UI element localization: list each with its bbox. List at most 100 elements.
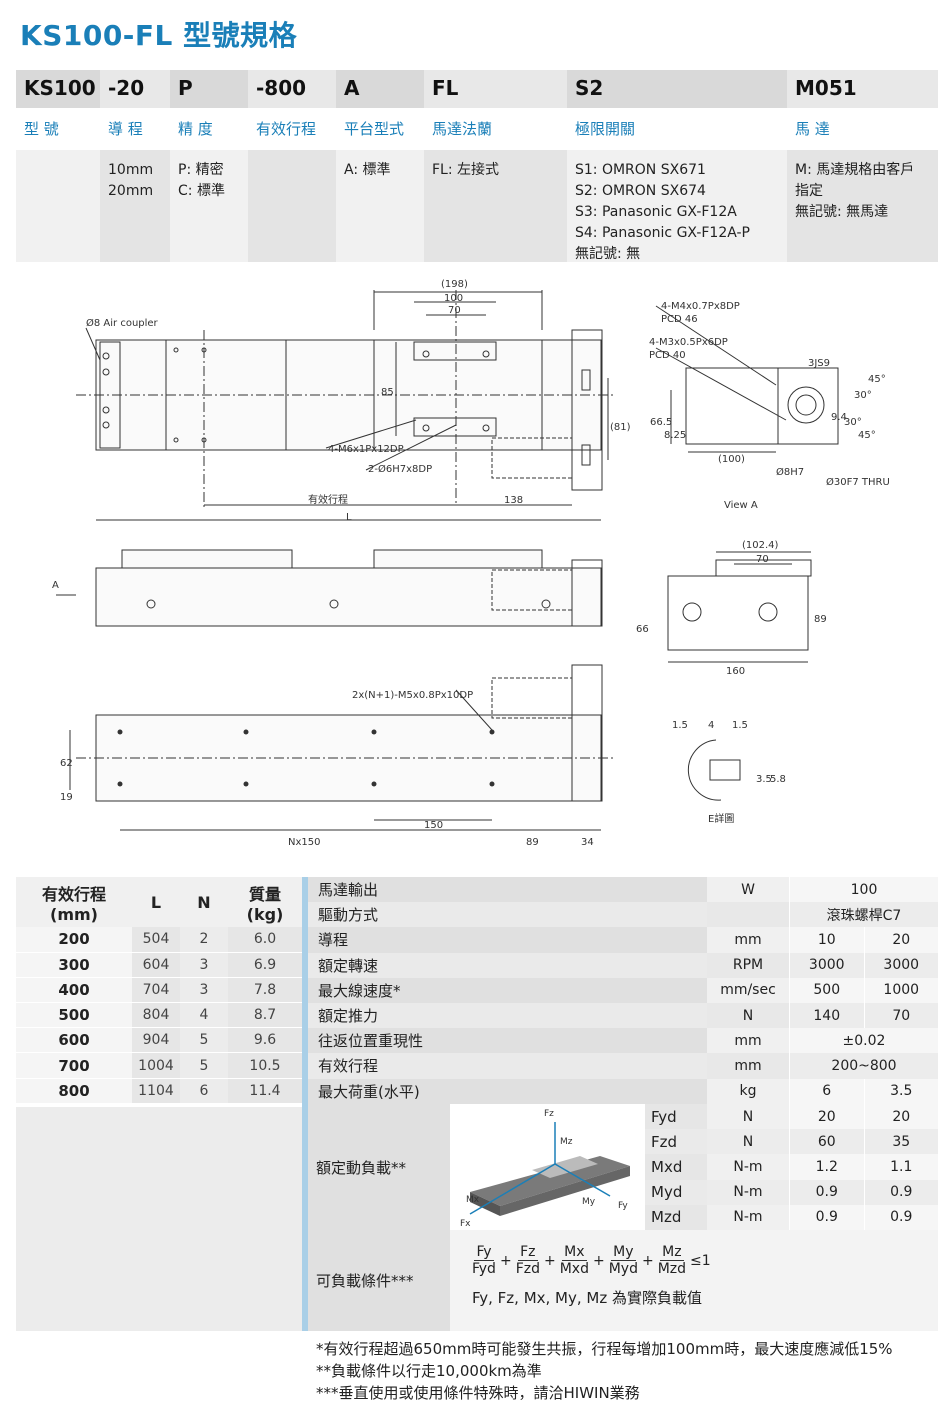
hole [482,350,490,358]
spec-value-lead20: 70 [863,1002,938,1029]
load-value-lead20: 0.9 [863,1204,938,1230]
label-138: 138 [504,495,523,506]
label-arrow-a: A [52,580,59,591]
footnote-1: *有效行程超過650mm時可能發生共振，行程每增加100mm時，最大速度應減低1… [316,1340,893,1358]
load-value-lead10: 0.9 [789,1204,864,1230]
plus-sign: + [499,1252,512,1269]
spec-unit: mm [707,1028,789,1054]
spec-value-lead20: 1000 [863,977,938,1003]
hole [243,781,249,787]
option-switch-s4: S4: Panasonic GX-F12A-P [575,225,750,241]
label-198: (198) [441,279,468,290]
code-label-lead: 導 程 [100,108,170,150]
label-3-5: 3.5 [756,774,772,785]
n-cell: 4 [180,1002,228,1029]
length-cell: 1004 [132,1052,180,1079]
header-mass: 質量(kg) [228,877,302,927]
spec-value-lead10: 6 [789,1078,864,1104]
condition-label: 可負載條件*** [302,1230,450,1331]
spec-label: 額定推力 [302,1002,707,1029]
bottom-view-motor-hidden [491,677,573,719]
label-70b: 70 [756,554,769,565]
n-cell: 2 [180,927,228,953]
label-N150: Nx150 [288,837,321,848]
label-mx: Mx [466,1195,480,1205]
hole [102,406,110,414]
label-70: 70 [448,305,461,316]
end-view-bolt-left [682,602,702,622]
code-label-flange: 馬達法蘭 [424,108,567,150]
fraction-denominator: Fzd [515,1261,540,1277]
load-unit: N-m [707,1154,789,1180]
view-a-circle-inner [795,394,817,416]
spec-unit: mm [707,1053,789,1079]
code-label-motor: 馬 達 [787,108,938,150]
label-30a: 30° [854,390,872,401]
label-34: 34 [581,837,594,848]
label-89: 89 [814,614,827,625]
leader-m4 [655,305,777,386]
n-cell: 6 [180,1078,228,1104]
label-fy: Fy [618,1201,628,1211]
label-air-coupler: Ø8 Air coupler [86,317,159,329]
hole [541,599,551,609]
label-66-5: 66.5 [650,417,672,428]
drawing-svg: (198) 100 70 Ø8 Air coupler 85 (81) 4-M6… [52,279,890,848]
label-100: 100 [444,293,463,304]
spec-unit: RPM [707,952,789,978]
load-key: Fzd [645,1129,707,1155]
label-45a: 45° [868,374,886,385]
header-L: L [132,877,180,927]
option-platform-a: A: 標準 [344,162,391,178]
load-rail-side [470,1192,500,1216]
fraction-denominator: Myd [608,1261,638,1277]
model-code-table: KS100 -20 P -800 A FL S2 M051 型 號 導 程 精 … [16,70,938,262]
length-cell: 804 [132,1002,180,1029]
load-value-lead20: 35 [863,1129,938,1155]
plus-sign: + [592,1252,605,1269]
code-options-lead: 10mm 20mm [100,150,170,262]
stroke-cell: 200 [16,927,132,953]
end-view-top [715,559,812,577]
mass-cell: 10.5 [228,1052,302,1079]
label-85: 85 [381,387,394,398]
n-cell: 3 [180,952,228,978]
length-cell: 1104 [132,1078,180,1104]
label-100b: (100) [718,454,745,465]
code-label-accuracy: 精 度 [170,108,248,150]
side-view-carriage-left [121,549,293,569]
plus-sign: + [641,1252,654,1269]
code-options-flange: FL: 左接式 [424,150,567,262]
stroke-cell: 300 [16,952,132,978]
hole [201,347,207,353]
label-pcd40: PCD 40 [649,350,686,361]
model-code-header-row: KS100 -20 P -800 A FL S2 M051 [16,70,938,108]
label-5-8: 5.8 [770,774,786,785]
length-cell: 904 [132,1027,180,1054]
spec-value: 滾珠螺桿C7 [789,902,938,928]
hole [173,347,179,353]
side-view-motor-hidden [491,569,573,611]
code-label-stroke: 有效行程 [248,108,336,150]
hole [371,781,377,787]
spec-label: 驅動方式 [302,902,707,928]
option-motor-none: 無記號: 無馬達 [795,204,889,220]
hole [489,781,495,787]
label-8-25: 8.25 [664,430,686,441]
label-9-4: 9.4 [831,412,847,423]
hole [371,729,377,735]
header-mass-line2: (kg) [246,904,284,924]
load-carriage [532,1156,598,1178]
